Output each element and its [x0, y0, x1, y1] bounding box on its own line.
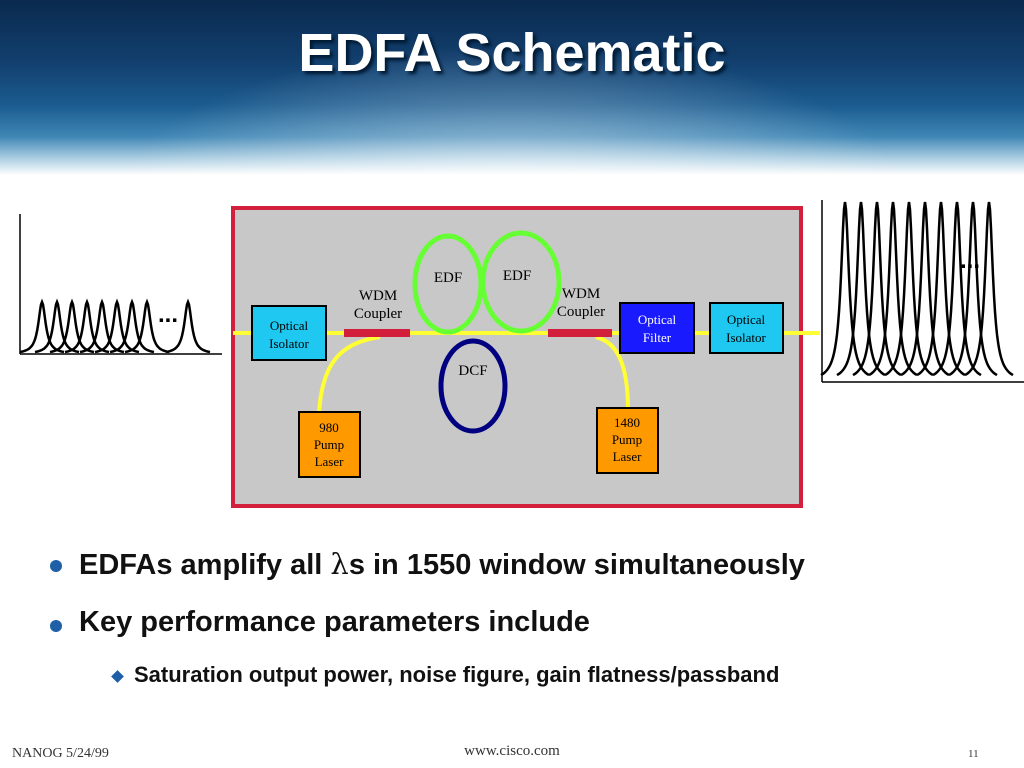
spectrum-peak: [34, 298, 80, 354]
spectrum-peak: [948, 201, 998, 377]
slide-title: EDFA Schematic: [298, 23, 726, 83]
dcf-label: DCF: [458, 363, 487, 379]
bullet-1: EDFAs amplify all λs in 1550 window simu…: [79, 547, 805, 582]
spectrum-peak: [19, 298, 65, 354]
fiber-pump980: [317, 335, 381, 415]
edf-coil-right: [480, 230, 562, 334]
bullet-marker-2: [50, 620, 62, 632]
sub-bullet-marker-1: [111, 670, 124, 683]
bullet-marker-1: [50, 560, 62, 572]
footer-url: www.cisco.com: [464, 743, 560, 759]
output-ellipsis: ...: [960, 247, 980, 274]
input-spectrum: ...: [19, 214, 222, 355]
optical-isolator-input: [251, 305, 327, 361]
input-peaks: [19, 298, 211, 354]
output-spectrum: ...: [820, 200, 1024, 383]
bullet-1-text-start: EDFAs amplify all: [79, 549, 331, 581]
spectrum-peak: [79, 298, 125, 354]
sub-bullet-1: Saturation output power, noise figure, g…: [134, 662, 780, 687]
spectrum-peak: [964, 201, 1014, 377]
wdm-coupler-right-bar: [548, 329, 612, 337]
pump-laser-980: [298, 411, 361, 478]
edf-label-right: EDF: [503, 268, 531, 284]
page-number: 11: [968, 748, 979, 760]
bullet-2: Key performance parameters include: [79, 606, 590, 638]
output-peaks: [820, 201, 1014, 377]
pump-laser-1480: [596, 407, 659, 474]
footer-event: NANOG 5/24/99: [12, 746, 109, 761]
lambda-symbol: λ: [330, 547, 349, 581]
title-banner-highlight: [0, 0, 1024, 175]
spectrum-peak: [165, 298, 211, 354]
spectrum-peak: [124, 298, 170, 354]
fiber-pump1480: [595, 335, 630, 411]
spectrum-peak: [49, 298, 95, 354]
spectrum-peak: [109, 298, 155, 354]
bullet-1-text-end: s in 1550 window simultaneously: [348, 549, 805, 581]
spectrum-peak: [94, 298, 140, 354]
optical-isolator-output: [709, 302, 784, 354]
edf-label-left: EDF: [434, 270, 462, 286]
spectrum-peak: [64, 298, 110, 354]
input-ellipsis: ...: [158, 301, 178, 328]
dcf-coil: [438, 338, 508, 434]
optical-filter: [619, 302, 695, 354]
wdm-coupler-left-bar: [344, 329, 410, 337]
